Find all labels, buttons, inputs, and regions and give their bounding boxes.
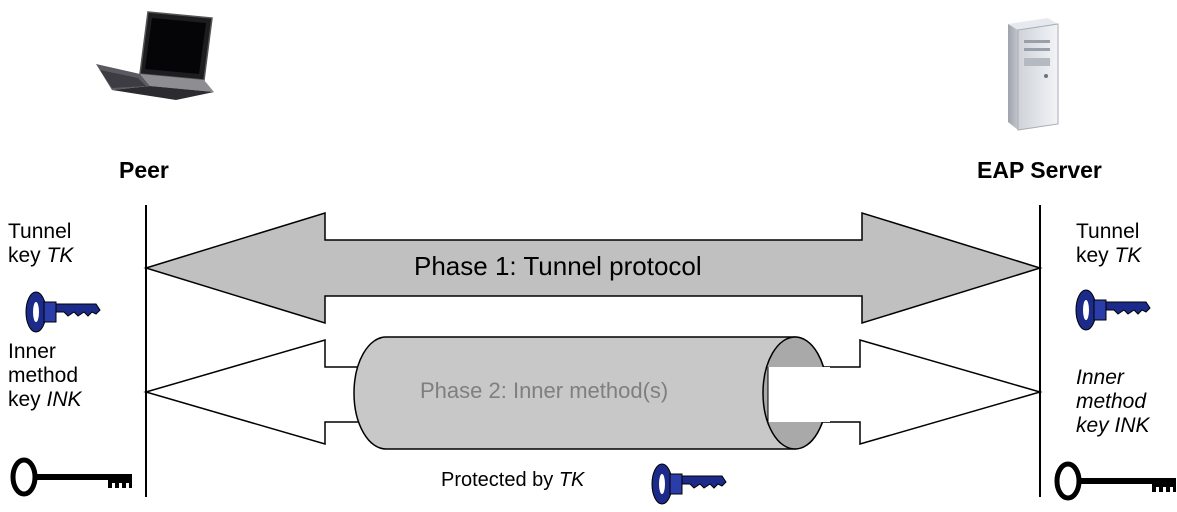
peer-inner-key-name: INK	[46, 388, 82, 411]
peer-inner-key-line2: method	[8, 364, 79, 387]
tunnel-key-icon	[25, 291, 101, 333]
peer-tunnel-key-line1: Tunnel	[8, 220, 72, 243]
inner-method-key-icon	[1054, 461, 1176, 501]
server-inner-key-line1: Inner	[1076, 366, 1124, 389]
server-tunnel-key-name: TK	[1114, 244, 1142, 267]
server-tower-icon	[1008, 18, 1059, 131]
protected-by-prefix: Protected by	[441, 469, 559, 491]
peer-tunnel-key-name: TK	[46, 244, 74, 267]
protected-by-label: Protected by TK	[441, 468, 584, 492]
tunnel-key-icon	[1075, 289, 1151, 331]
server-tunnel-key-prefix: key	[1076, 244, 1115, 267]
phase2-label: Phase 2: Inner method(s)	[420, 378, 669, 403]
server-tunnel-key-line1: Tunnel	[1076, 220, 1140, 243]
peer-inner-key-line1: Inner	[8, 340, 56, 363]
laptop-icon	[96, 11, 214, 100]
server-tunnel-key-label: Tunnel key TK	[1076, 220, 1141, 268]
peer-title: Peer	[119, 157, 169, 183]
peer-inner-key-label: Inner method key INK	[8, 340, 82, 412]
peer-tunnel-key-prefix: key	[8, 244, 47, 267]
server-inner-key-line3: key INK	[1076, 414, 1150, 437]
server-inner-key-line2: method	[1076, 390, 1147, 413]
server-title: EAP Server	[977, 157, 1102, 183]
tunnel-cylinder	[353, 336, 830, 450]
server-inner-key-label: Inner method key INK	[1076, 366, 1150, 438]
peer-inner-key-prefix: key	[8, 388, 47, 411]
peer-tunnel-key-label: Tunnel key TK	[8, 220, 73, 268]
protected-by-key-name: TK	[558, 469, 585, 491]
tunnel-key-icon	[651, 463, 727, 505]
phase1-label: Phase 1: Tunnel protocol	[414, 251, 702, 281]
phase1-arrow	[143, 211, 1043, 325]
inner-method-key-icon	[10, 457, 132, 497]
